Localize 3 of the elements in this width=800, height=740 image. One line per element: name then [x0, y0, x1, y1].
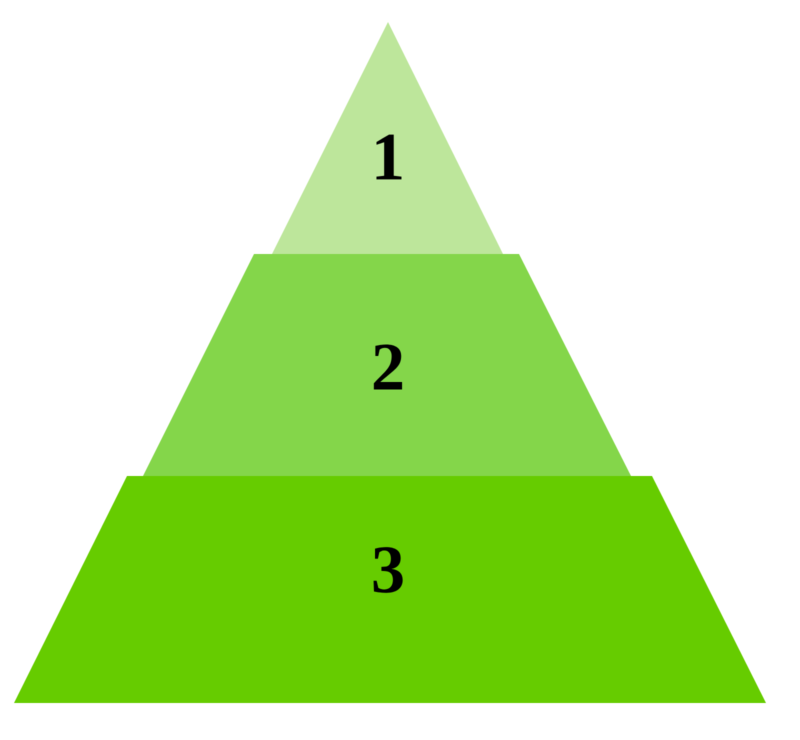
pyramid-level: 3	[14, 476, 766, 703]
pyramid-level: 1	[272, 22, 503, 254]
pyramid-level: 2	[143, 254, 631, 476]
